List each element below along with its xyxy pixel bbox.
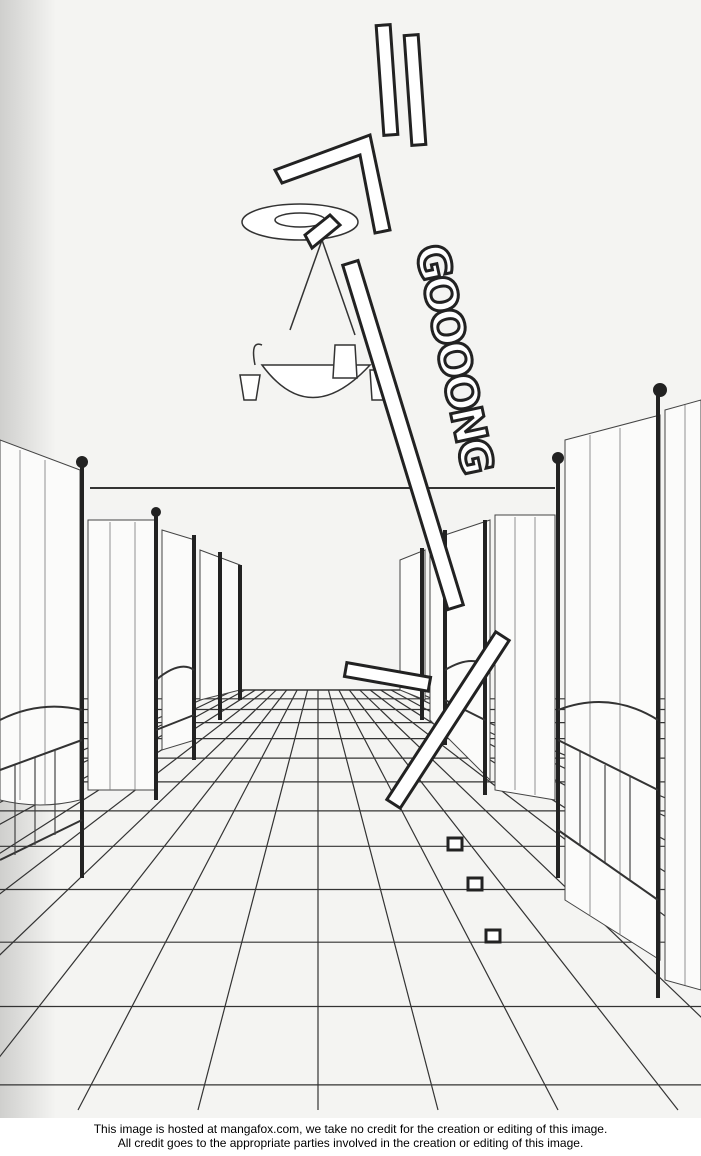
floor-tile-line: [0, 689, 267, 895]
disclaimer-line-1: This image is hosted at mangafox.com, we…: [93, 1122, 608, 1136]
curtain-folds: [19, 405, 686, 985]
illustration: GOOOONG: [0, 0, 701, 1118]
bed-frames: [0, 660, 659, 901]
hosting-disclaimer: This image is hosted at mangafox.com, we…: [0, 1118, 701, 1156]
sfx-katakana: [272, 23, 512, 944]
floor-tile-line: [348, 689, 679, 1111]
floor-tile-line: [0, 689, 288, 1058]
floor-tile-line: [327, 689, 439, 1111]
floor-tile-line: [197, 689, 309, 1111]
disclaimer-line-2: All credit goes to the appropriate parti…: [117, 1136, 584, 1150]
floor-tile-line: [77, 689, 298, 1111]
bed-frame-bars: [14, 750, 631, 880]
floor-tile-line: [338, 689, 559, 1111]
floor-tile-line: [0, 689, 277, 956]
